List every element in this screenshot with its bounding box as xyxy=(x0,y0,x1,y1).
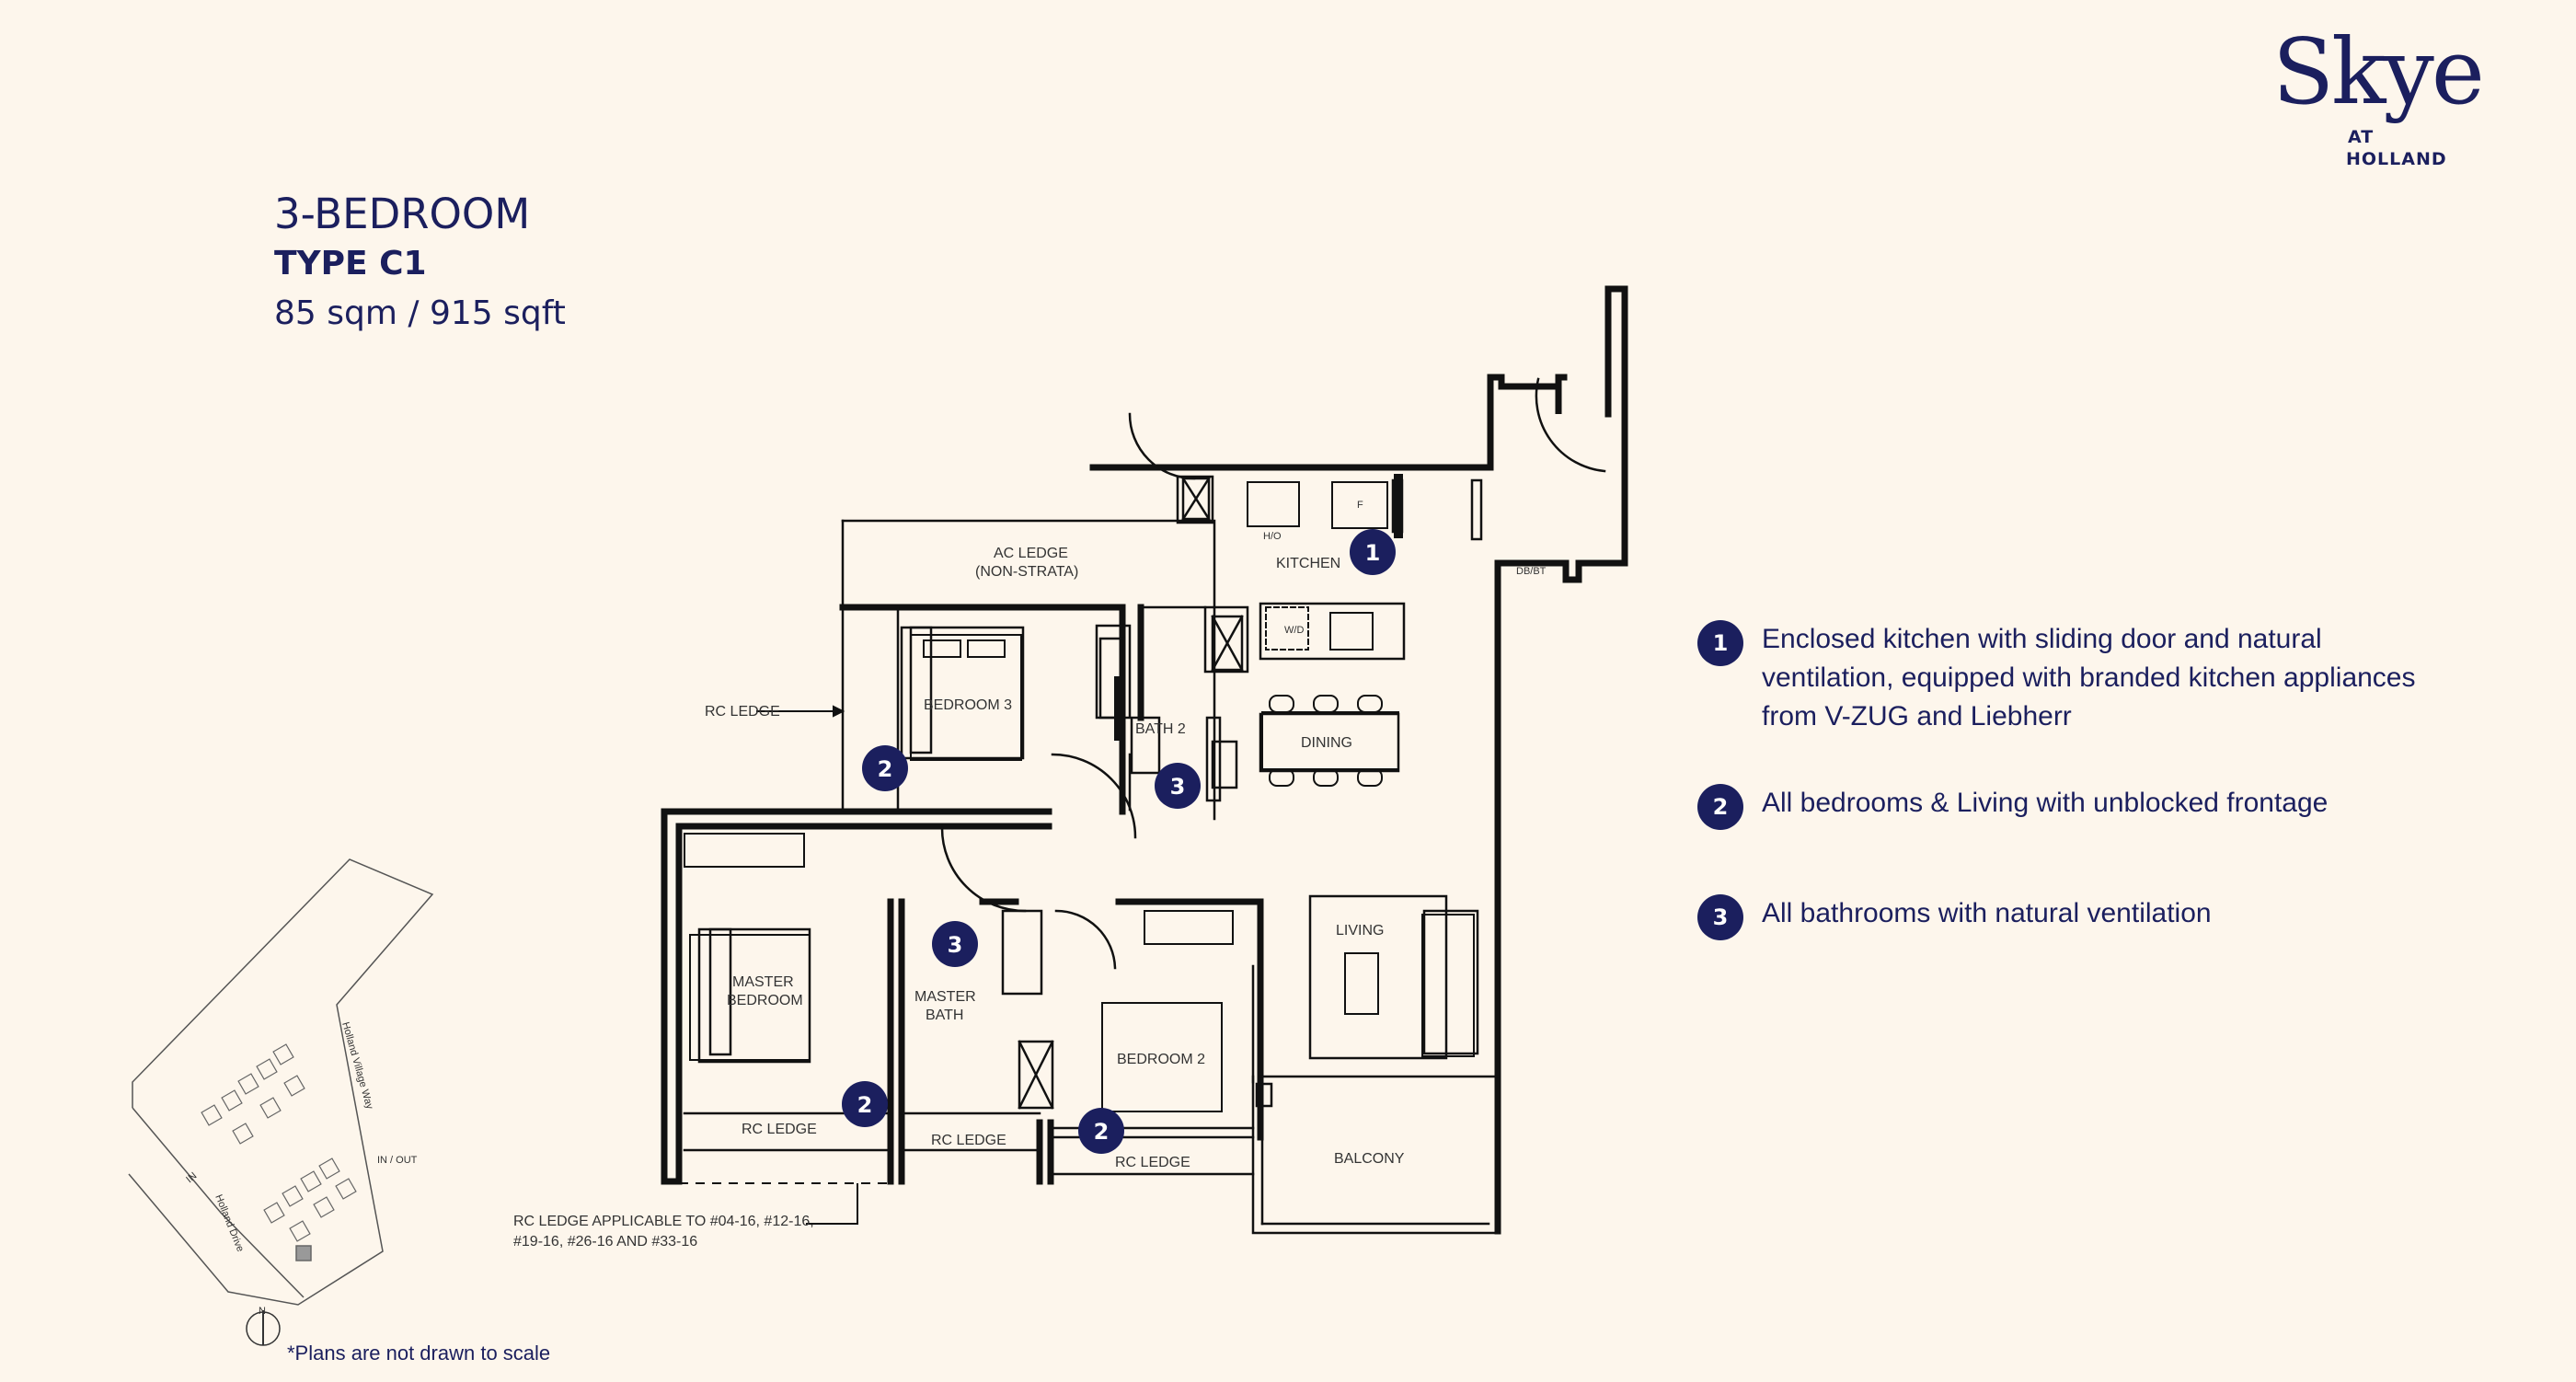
feature-text-3: All bathrooms with natural ventilation xyxy=(1762,898,2212,928)
rc-ledge-note-line2: #19-16, #26-16 AND #33-16 xyxy=(513,1234,697,1250)
label-master-bedroom-2: BEDROOM xyxy=(727,993,803,1008)
unit-type-line: 3-BEDROOM xyxy=(274,190,531,238)
bedroom3-bed xyxy=(910,634,1022,761)
label-kitchen: KITCHEN xyxy=(1276,556,1340,571)
brand-logo: Skye AT HOLLAND xyxy=(2272,28,2512,184)
logo-location: HOLLAND xyxy=(2346,149,2447,169)
label-ac-ledge-sub: (NON-STRATA) xyxy=(975,564,1078,580)
label-master-bedroom-1: MASTER xyxy=(732,974,794,990)
unit-title-block: 3-BEDROOM TYPE C1 85 sqm / 915 sqft xyxy=(274,189,566,340)
label-master-bath-2: BATH xyxy=(926,1008,963,1023)
label-wm: W/D xyxy=(1284,625,1304,636)
site-road-holland-drive: Holland Drive xyxy=(213,1193,246,1254)
north-label: N xyxy=(259,1306,266,1317)
unit-code: TYPE C1 xyxy=(274,245,427,282)
feature-text-1: Enclosed kitchen with sliding door and n… xyxy=(1762,624,2416,731)
label-dbbt: DB/BT xyxy=(1516,566,1547,577)
svg-text:1: 1 xyxy=(1365,540,1381,566)
wardrobes xyxy=(684,833,805,868)
svg-text:2: 2 xyxy=(857,1092,873,1118)
master-bed xyxy=(689,934,811,1061)
outer-walls xyxy=(661,285,1628,1235)
svg-text:2: 2 xyxy=(1094,1119,1110,1145)
plan-marker-2-bedroom3: 2 xyxy=(862,745,908,791)
site-key-plan: Holland Village Way Holland Drive IN / O… xyxy=(128,858,434,1346)
label-ac-ledge: AC LEDGE xyxy=(994,546,1068,561)
label-master-bath-1: MASTER xyxy=(914,989,976,1005)
logo-wordmark: Skye xyxy=(2272,20,2485,125)
scale-disclaimer: *Plans are not drawn to scale xyxy=(287,1342,551,1365)
feature-badge-3: 3 xyxy=(1697,894,1743,940)
label-dining: DINING xyxy=(1301,735,1352,751)
feature-badge-1: 1 xyxy=(1697,620,1743,666)
plan-marker-2-master: 2 xyxy=(842,1081,888,1127)
plan-marker-2-bedroom2: 2 xyxy=(1078,1108,1124,1154)
label-fridge: F xyxy=(1357,500,1363,511)
plan-marker-3-bath2: 3 xyxy=(1155,763,1201,809)
label-balcony: BALCONY xyxy=(1334,1151,1405,1167)
plan-marker-3-master-bath: 3 xyxy=(932,921,978,967)
label-rc-ledge-bed2: RC LEDGE xyxy=(1115,1155,1190,1170)
unit-size: 85 sqm / 915 sqft xyxy=(274,294,566,332)
kitchen-counters xyxy=(1247,481,1388,651)
sliding-door xyxy=(1114,474,1403,741)
label-rc-ledge-left: RC LEDGE xyxy=(705,704,780,720)
bedroom2-bed xyxy=(1101,910,1234,1112)
feature-badge-2: 2 xyxy=(1697,784,1743,830)
label-hob: H/O xyxy=(1263,531,1282,542)
plan-marker-1: 1 xyxy=(1350,529,1396,575)
feature-text-2: All bedrooms & Living with unblocked fro… xyxy=(1762,788,2329,818)
svg-text:3: 3 xyxy=(948,932,963,958)
label-bath2: BATH 2 xyxy=(1135,721,1186,737)
label-rc-ledge-bath: RC LEDGE xyxy=(931,1133,1006,1148)
rc-ledge-note-line1: RC LEDGE APPLICABLE TO #04-16, #12-16, xyxy=(513,1214,814,1229)
site-in-out: IN / OUT xyxy=(377,1155,418,1166)
dining-set xyxy=(1261,695,1399,787)
label-living: LIVING xyxy=(1336,923,1384,939)
svg-text:3: 3 xyxy=(1170,774,1186,800)
logo-at: AT xyxy=(2348,127,2375,147)
site-road-holland-village-way: Holland Village Way xyxy=(339,1021,375,1111)
label-rc-ledge-master: RC LEDGE xyxy=(742,1122,817,1137)
label-bedroom3: BEDROOM 3 xyxy=(924,697,1012,713)
inner-walls xyxy=(683,377,1606,1235)
label-bedroom2: BEDROOM 2 xyxy=(1117,1052,1205,1067)
living-furniture xyxy=(1344,914,1475,1057)
north-arrow-icon: N xyxy=(246,1306,281,1346)
svg-text:2: 2 xyxy=(878,756,893,782)
